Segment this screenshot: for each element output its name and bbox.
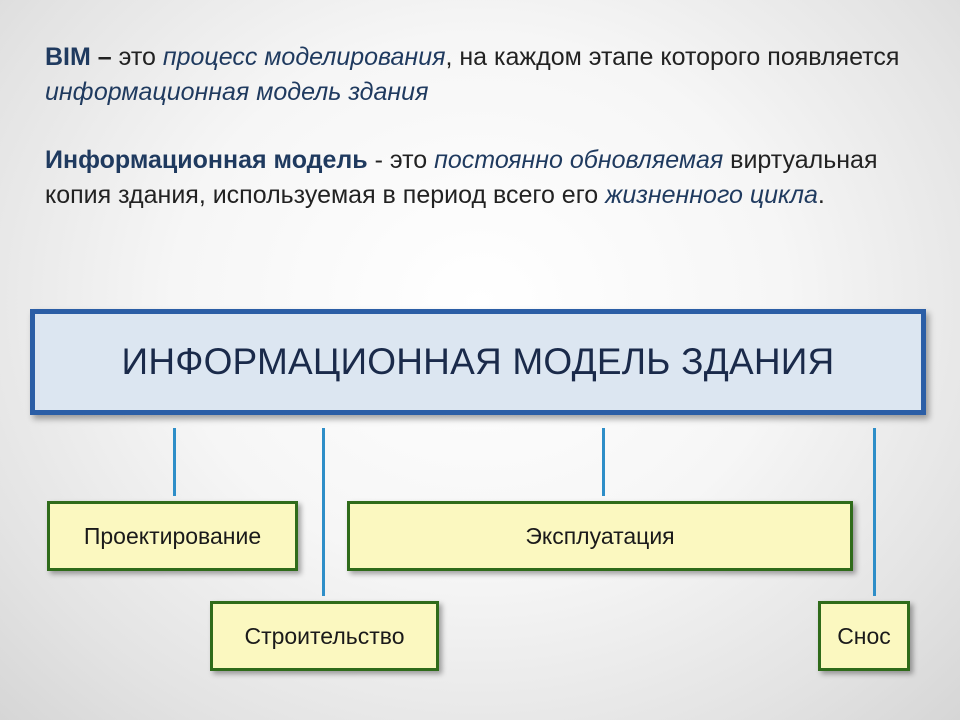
model-text-3: . [817, 181, 825, 209]
model-text-1: - это [367, 146, 435, 174]
information-model-box: ИНФОРМАЦИОННАЯ МОДЕЛЬ ЗДАНИЯ [30, 309, 926, 415]
model-italic-2: жизненного цикла [605, 181, 818, 209]
connector-operation [602, 428, 605, 496]
stage-operation-box: Эксплуатация [347, 501, 853, 571]
bim-italic-1: процесс моделирования [162, 43, 446, 71]
bim-text-1: это [111, 43, 163, 71]
stage-construction-box: Строительство [210, 601, 439, 671]
main-box-title: ИНФОРМАЦИОННАЯ МОДЕЛЬ ЗДАНИЯ [121, 341, 835, 382]
model-text-2: виртуальная копия здания, используемая в… [45, 146, 878, 209]
stage-operation-label: Эксплуатация [525, 522, 675, 549]
model-term: Информационная модель [45, 146, 368, 174]
connector-construction [322, 428, 325, 596]
model-italic-1: постоянно обновляемая [434, 146, 724, 174]
stage-design-label: Проектирование [83, 522, 262, 549]
bim-definition: BIM – это процесс моделирования, на кажд… [45, 40, 925, 110]
stage-design-box: Проектирование [47, 501, 298, 571]
bim-italic-2: информационная модель здания [45, 78, 429, 106]
connector-demolition [873, 428, 876, 596]
connector-design [173, 428, 176, 496]
bim-dash: – [90, 43, 112, 71]
stage-demolition-box: Снос [818, 601, 910, 671]
bim-term: BIM [45, 43, 91, 71]
stage-construction-label: Строительство [244, 622, 405, 649]
model-definition: Информационная модель - это постоянно об… [45, 143, 925, 213]
stage-demolition-label: Снос [837, 622, 891, 649]
bim-text-2: , на каждом этапе которого появляется [445, 43, 900, 71]
